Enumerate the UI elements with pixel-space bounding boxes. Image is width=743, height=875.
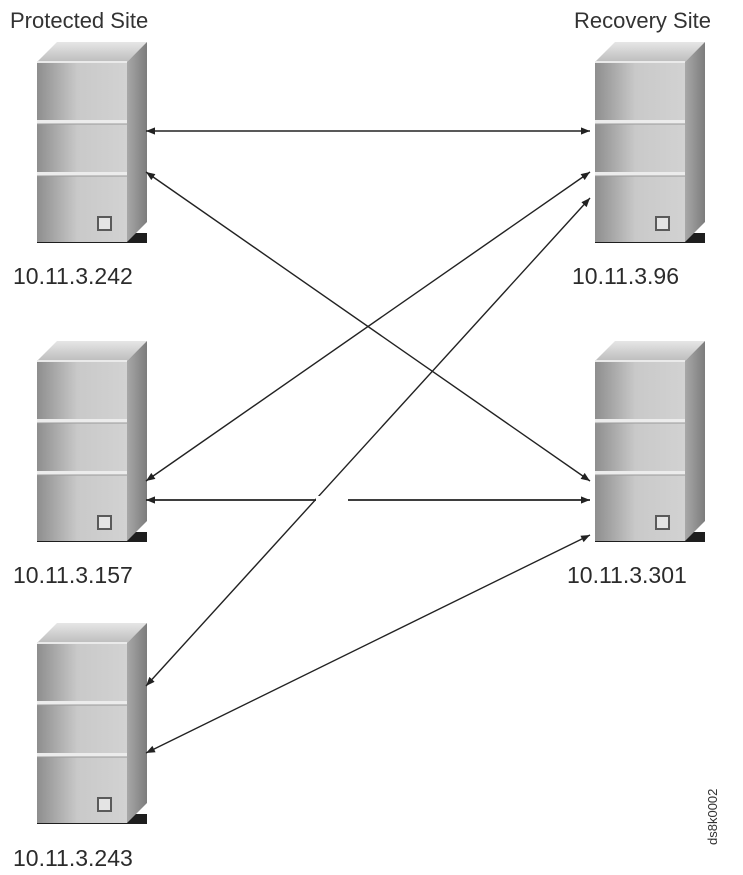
connection-arrow xyxy=(145,197,591,687)
recovery-site-label: Recovery Site xyxy=(574,8,711,33)
server-icon xyxy=(36,340,148,543)
connection-arrow xyxy=(145,534,591,754)
server-ip-label: 10.11.3.243 xyxy=(13,845,133,871)
protected-site-label: Protected Site xyxy=(10,8,149,33)
server-ip-label: 10.11.3.157 xyxy=(13,562,133,588)
server-icon xyxy=(36,41,148,244)
server-icon xyxy=(36,622,148,825)
server-icon xyxy=(594,340,706,543)
figure-id-label: ds8k0002 xyxy=(705,788,720,845)
server-ip-label: 10.11.3.242 xyxy=(13,263,133,289)
server-ip-label: 10.11.3.96 xyxy=(572,263,680,289)
server-icon xyxy=(594,41,706,244)
server-ip-label: 10.11.3.301 xyxy=(567,562,687,588)
